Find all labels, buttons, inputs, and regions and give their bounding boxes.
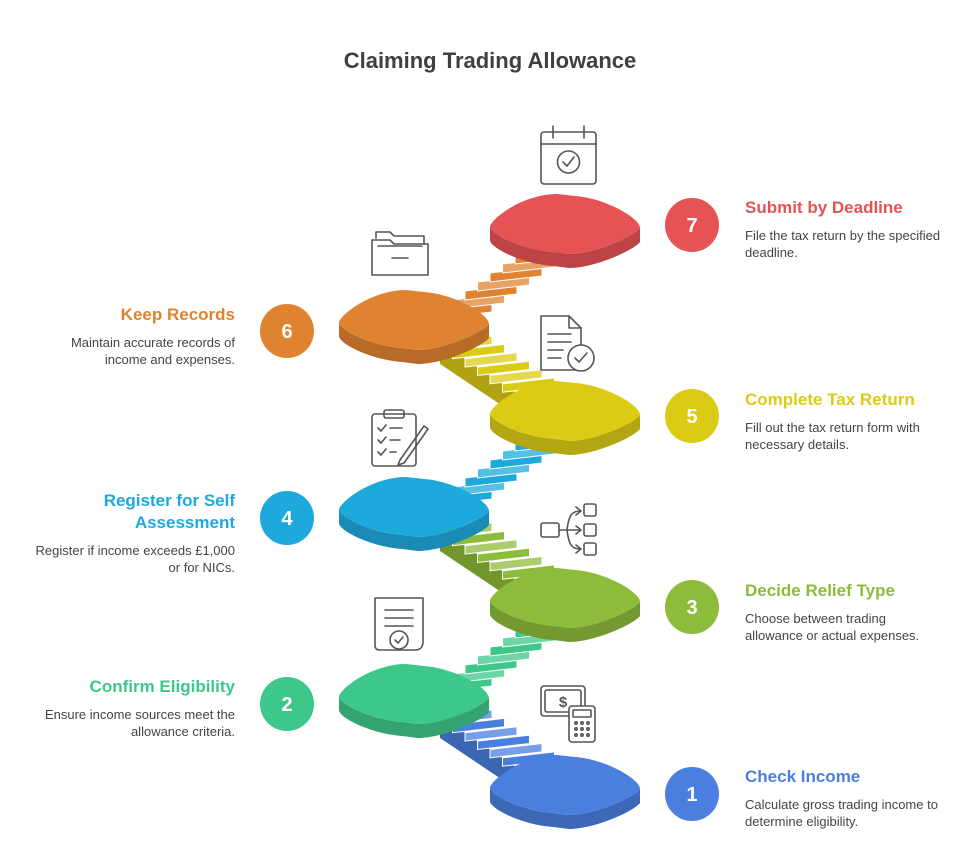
step-5-text: Complete Tax Return Fill out the tax ret… (745, 389, 945, 453)
step-description: File the tax return by the specified dea… (745, 228, 941, 260)
stair-tread (464, 726, 518, 742)
step-badge-2: 2 (260, 677, 314, 731)
stair-tread (489, 742, 543, 759)
step-7-text: Submit by Deadline File the tax return b… (745, 197, 945, 261)
step-platform-3 (490, 568, 640, 642)
platform-side (490, 413, 640, 455)
step-title: Confirm Eligibility (89, 677, 235, 696)
step-title: Keep Records (120, 305, 235, 324)
step-6-text: Keep Records Maintain accurate records o… (35, 304, 235, 368)
step-number: 7 (686, 215, 697, 237)
platform-top (339, 477, 489, 537)
stair-tread (477, 360, 530, 377)
step-platform-2 (339, 664, 489, 738)
step-title: Check Income (745, 767, 861, 786)
step-platform-5 (490, 381, 640, 455)
certificate-icon (374, 597, 424, 651)
step-number: 2 (281, 694, 292, 716)
step-description: Choose between trading allowance or actu… (745, 611, 920, 643)
platform-top (490, 381, 640, 441)
step-description: Ensure income sources meet the allowance… (44, 707, 235, 739)
step-badge-3: 3 (665, 580, 719, 634)
step-number: 6 (281, 321, 292, 343)
platform-top (339, 664, 489, 724)
calendar-check-icon (540, 125, 597, 185)
step-badge-5: 5 (665, 389, 719, 443)
step-2-text: Confirm Eligibility Ensure income source… (35, 676, 235, 740)
step-title: Decide Relief Type (745, 581, 895, 600)
step-title: Submit by Deadline (745, 198, 903, 217)
step-title: Register for Self Assessment (103, 491, 235, 532)
step-badge-1: 1 (665, 767, 719, 821)
step-number: 4 (281, 508, 293, 530)
platform-top (490, 568, 640, 628)
platform-side (490, 226, 640, 268)
step-title: Complete Tax Return (745, 390, 915, 409)
platform-top (339, 290, 489, 350)
step-platform-6 (339, 290, 489, 364)
stair-tread (477, 734, 530, 751)
step-badge-4: 4 (260, 491, 314, 545)
step-description: Maintain accurate records of income and … (70, 335, 235, 367)
platform-side (490, 600, 640, 642)
step-platform-7 (490, 194, 640, 268)
stair-tread (477, 547, 530, 564)
step-number: 5 (686, 406, 697, 428)
platform-side (490, 787, 640, 829)
step-description: Register if income exceeds £1,000 or for… (35, 543, 235, 575)
step-4-text: Register for Self Assessment Register if… (35, 490, 235, 576)
step-3-text: Decide Relief Type Choose between tradin… (745, 580, 945, 644)
svg-text:$: $ (559, 694, 568, 711)
stair-tread (464, 352, 518, 368)
platform-side (339, 509, 489, 551)
clipboard-checklist-icon (371, 409, 429, 467)
document-check-icon (540, 315, 595, 372)
platform-side (339, 696, 489, 738)
file-folder-icon (371, 231, 429, 276)
step-description: Calculate gross trading income to determ… (745, 797, 938, 829)
step-platform-1 (490, 755, 640, 829)
stair-tread (489, 555, 543, 572)
step-badge-7: 7 (665, 198, 719, 252)
platform-top (490, 755, 640, 815)
cash-calculator-icon: $ (540, 685, 596, 743)
platform-top (490, 194, 640, 254)
step-platform-4 (339, 477, 489, 551)
page-title: Claiming Trading Allowance (343, 48, 637, 73)
stair-tread (464, 539, 518, 555)
stair-tread (489, 368, 543, 385)
platform-side (339, 322, 489, 364)
step-description: Fill out the tax return form with necess… (745, 420, 920, 452)
step-badge-6: 6 (260, 304, 314, 358)
step-number: 1 (686, 784, 697, 806)
step-number: 3 (686, 597, 697, 619)
step-1-text: Check Income Calculate gross trading inc… (745, 766, 945, 830)
branching-options-icon (540, 503, 597, 556)
